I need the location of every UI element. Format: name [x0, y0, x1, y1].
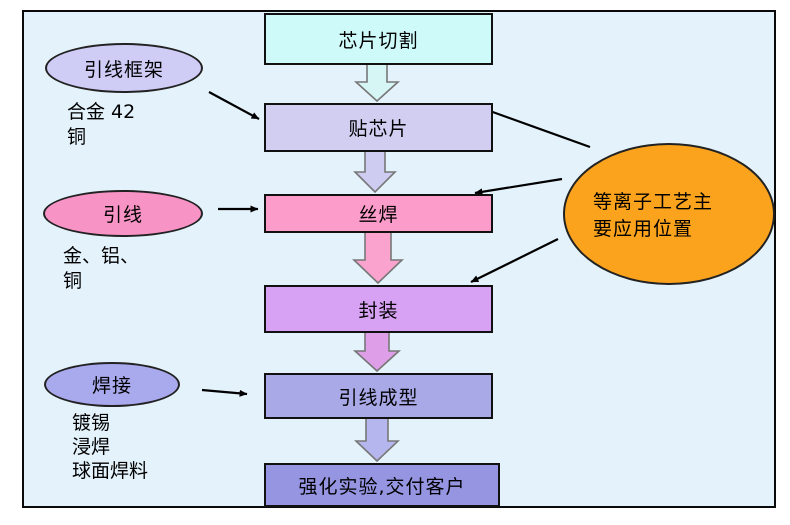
solder-material-line: 浸焊: [72, 436, 111, 458]
solder-materials: 镀锡 浸焊 球面焊料: [72, 411, 148, 483]
flow-box-die-attach-label: 贴芯片: [348, 118, 409, 140]
ellipse-lead-frame-label: 引线框架: [83, 58, 164, 81]
ellipse-plasma-callout: [563, 143, 775, 285]
flow-box-package: 封装: [264, 285, 493, 333]
plasma-callout-text: 等离子工艺主 要应用位置: [593, 189, 753, 243]
flow-box-final-label: 强化实验,交付客户: [298, 475, 466, 498]
flow-box-lead-form-label: 引线成型: [338, 386, 419, 409]
flow-box-final: 强化实验,交付客户: [264, 463, 500, 507]
lead-wire-materials: 金、铝、 铜: [63, 244, 139, 294]
ellipse-lead-wire: 引线: [43, 190, 203, 237]
lead-wire-material-line: 铜: [63, 270, 83, 292]
solder-material-line: 镀锡: [72, 412, 111, 434]
flow-box-wire-bond-label: 丝焊: [358, 204, 399, 226]
flow-box-chip-dicing-label: 芯片切割: [338, 29, 419, 52]
lead-frame-materials: 合金 42 铜: [67, 100, 135, 150]
ellipse-solder: 焊接: [44, 362, 180, 407]
plasma-callout-line: 要应用位置: [593, 218, 694, 240]
solder-material-line: 球面焊料: [72, 460, 149, 482]
ellipse-solder-label: 焊接: [91, 375, 132, 397]
lead-frame-material-line: 合金 42: [67, 101, 136, 123]
flow-box-lead-form: 引线成型: [264, 373, 493, 419]
ellipse-lead-frame: 引线框架: [45, 43, 203, 93]
flow-box-wire-bond: 丝焊: [264, 194, 493, 233]
flow-box-die-attach: 贴芯片: [264, 103, 493, 152]
ellipse-lead-wire-label: 引线: [102, 204, 143, 226]
lead-wire-material-line: 金、铝、: [63, 245, 140, 267]
lead-frame-material-line: 铜: [67, 126, 87, 148]
plasma-callout-line: 等离子工艺主: [593, 191, 714, 213]
flow-box-package-label: 封装: [358, 299, 399, 322]
flow-box-chip-dicing: 芯片切割: [264, 13, 493, 65]
